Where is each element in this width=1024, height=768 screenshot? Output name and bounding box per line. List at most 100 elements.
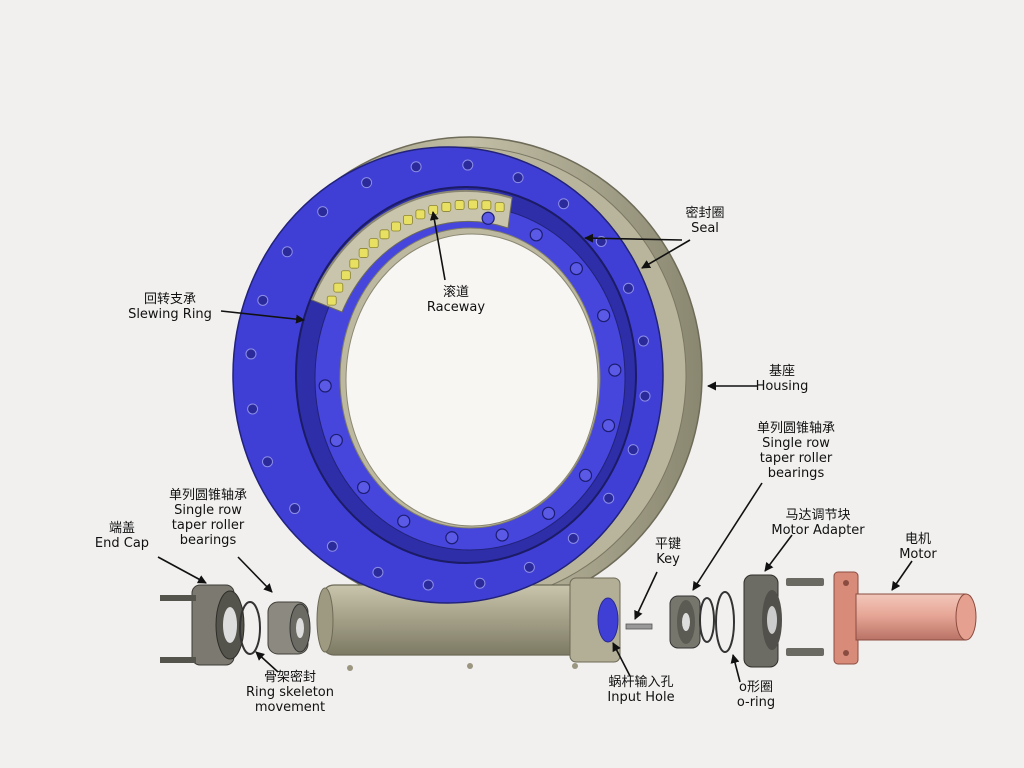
housing-label-en: Housing [755, 379, 809, 394]
motor-adapter-label-en: Motor Adapter [771, 523, 865, 538]
bolt-hole [523, 561, 535, 573]
raceway-ball [333, 282, 344, 293]
slewing-ring-label: 回转支承 Slewing Ring [128, 292, 212, 322]
bolt-hole [481, 211, 495, 225]
raceway-ball [368, 238, 379, 249]
bolt-hole [541, 506, 556, 520]
key-label-en: Key [656, 552, 680, 567]
ring-skeleton-label-en-1: Ring skeleton [245, 685, 335, 700]
o-ring [699, 591, 735, 653]
seal-label-en: Seal [691, 221, 719, 236]
raceway-ball [403, 214, 413, 225]
bolt-hole [357, 480, 371, 495]
seal-label: 密封圈 Seal [685, 206, 724, 236]
bolt-hole [637, 335, 649, 347]
bolt-hole [529, 228, 543, 242]
slewing-ring-label-zh: 回转支承 [143, 292, 196, 307]
end-cap-label-zh: 端盖 [108, 521, 136, 536]
housing-label: 基座 Housing [756, 364, 809, 394]
input-hole-label: 蜗杆输入孔 Input Hole [607, 675, 674, 705]
motor [833, 571, 977, 665]
motor-label: 电机 Motor [899, 532, 937, 562]
bearing-right-label: 单列圆锥轴承 Single row taper roller bearings [757, 421, 835, 481]
ring-skeleton-label-zh: 骨架密封 [263, 670, 317, 685]
raceway-ball [494, 202, 505, 213]
bolt-hole [257, 294, 269, 306]
end-cap [160, 584, 245, 666]
end-cap-label-en: End Cap [94, 536, 150, 551]
raceway-ball [340, 270, 351, 281]
bolt-hole [639, 390, 651, 402]
bearing-left-label-en-2: taper roller [171, 518, 245, 533]
worm-housing [316, 577, 621, 671]
raceway-ball [379, 229, 390, 240]
raceway-ball [391, 221, 401, 232]
bearing-right-label-en-2: taper roller [759, 451, 833, 466]
ring-skeleton-seal [239, 601, 261, 655]
bolt-hole [318, 379, 332, 393]
motor-label-en: Motor [899, 547, 937, 562]
o-ring-label-zh: o形圈 [739, 680, 773, 695]
bolt-hole [281, 246, 293, 258]
bearing-left-label-en-3: bearings [179, 533, 237, 548]
bolt-hole [422, 579, 434, 591]
key-label-zh: 平键 [654, 537, 682, 552]
slewing-ring [232, 146, 664, 604]
bolt-hole [410, 161, 422, 173]
slewing-ring-label-en: Slewing Ring [128, 307, 212, 322]
seal-label-zh: 密封圈 [685, 206, 725, 221]
bolt-hole [569, 261, 583, 276]
bolt-hole [603, 492, 615, 504]
bolt-hole [326, 540, 338, 552]
bolt-hole [372, 566, 384, 578]
bearing-left-label-en-1: Single row [174, 503, 242, 518]
o-ring-label-en: o-ring [736, 695, 776, 710]
input-hole-label-en: Input Hole [607, 690, 675, 705]
bolt-hole [445, 531, 459, 545]
housing-label-zh: 基座 [768, 364, 796, 379]
leader-arrows [157, 211, 913, 683]
bolt-hole [474, 577, 486, 589]
end-cap-label: 端盖 End Cap [95, 521, 149, 551]
input-hole-label-zh: 蜗杆输入孔 [608, 675, 674, 690]
bearing-right [669, 595, 701, 649]
key [625, 623, 653, 630]
o-ring-label: o形圈 o-ring [737, 680, 775, 710]
bolt-hole [361, 177, 373, 189]
ring-skeleton-label: 骨架密封 Ring skeleton movement [246, 670, 334, 715]
bearing-right-label-en-1: Single row [762, 436, 830, 451]
bolt-hole [397, 514, 411, 528]
ring-skeleton-label-en-2: movement [254, 700, 326, 715]
raceway-ball [415, 209, 426, 220]
raceway-label-en: Raceway [426, 300, 486, 315]
key-label: 平键 Key [655, 537, 681, 567]
bolt-hole [262, 456, 274, 468]
raceway-ball [468, 199, 478, 210]
raceway-ball [454, 200, 465, 210]
bolt-hole [567, 532, 579, 544]
bolt-hole [317, 206, 329, 218]
raceway-ball [326, 295, 337, 306]
bolt-hole [627, 444, 639, 456]
bolt-hole [597, 308, 611, 323]
raceway [311, 189, 513, 313]
raceway-ball [349, 258, 360, 269]
raceway-label-zh: 滚道 [442, 285, 469, 300]
motor-adapter [743, 574, 824, 668]
bearing-left-label-zh: 单列圆锥轴承 [168, 488, 248, 503]
raceway-balls [326, 199, 505, 306]
raceway-ball [441, 202, 452, 212]
bolt-hole [245, 348, 257, 360]
raceway-label: 滚道 Raceway [427, 285, 485, 315]
raceway-ball [358, 248, 369, 258]
bearing-right-label-en-3: bearings [767, 466, 825, 481]
bearing-left [267, 601, 311, 655]
bolt-hole [622, 282, 634, 294]
bolt-hole [289, 503, 301, 515]
bolt-hole [578, 468, 593, 482]
bolt-hole [601, 418, 616, 433]
bolt-hole [462, 159, 474, 171]
motor-adapter-label: 马达调节块 Motor Adapter [771, 508, 864, 538]
bolt-hole [558, 198, 570, 210]
